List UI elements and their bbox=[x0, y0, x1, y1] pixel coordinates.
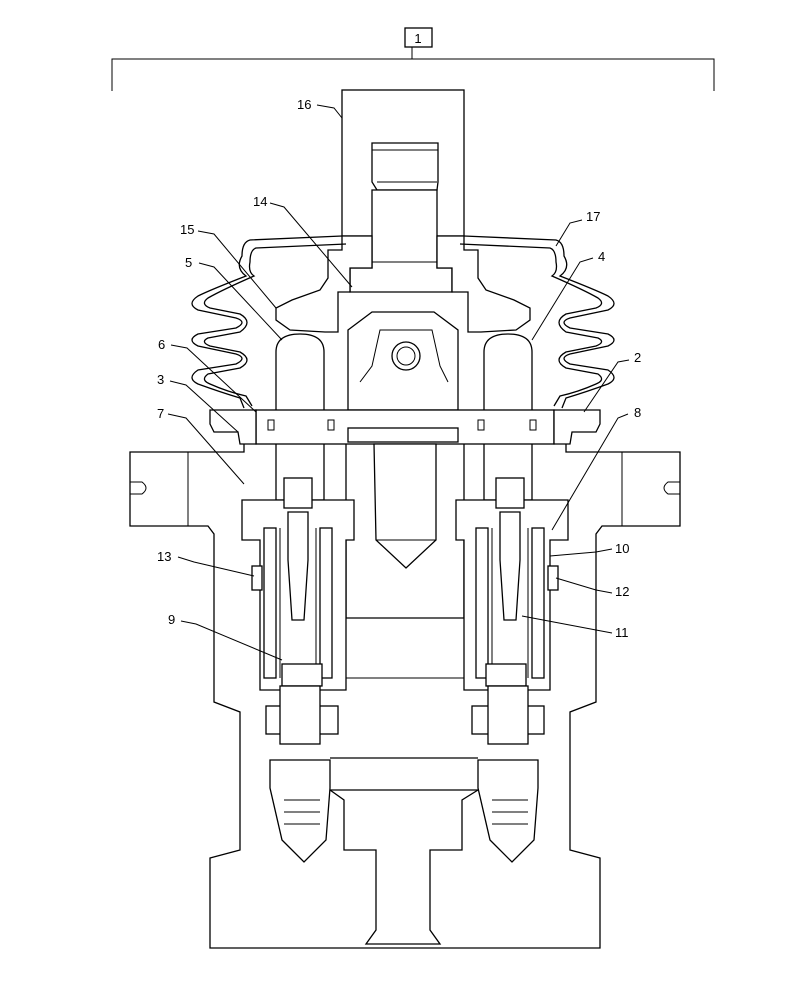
left-side-port bbox=[251, 565, 263, 591]
callout-3: 3 bbox=[157, 372, 164, 387]
callout-13: 13 bbox=[157, 549, 171, 564]
callout-4: 4 bbox=[598, 249, 605, 264]
callouts: 16 14 17 15 5 4 6 2 3 7 8 13 10 12 9 11 bbox=[157, 97, 641, 661]
callout-16: 16 bbox=[297, 97, 311, 112]
callout-17: 17 bbox=[586, 209, 600, 224]
callout-2: 2 bbox=[634, 350, 641, 365]
callout-5: 5 bbox=[185, 255, 192, 270]
callout-10: 10 bbox=[615, 541, 629, 556]
cam-block bbox=[347, 311, 459, 411]
top-plate bbox=[209, 409, 601, 445]
housing-body bbox=[129, 444, 681, 949]
callout-7: 7 bbox=[157, 406, 164, 421]
right-spool-assembly bbox=[455, 477, 569, 863]
callout-8: 8 bbox=[634, 405, 641, 420]
assembly-bracket: 1 bbox=[111, 27, 715, 91]
lever-handle bbox=[341, 89, 465, 237]
callout-15: 15 bbox=[180, 222, 194, 237]
right-side-port bbox=[547, 565, 559, 591]
center-push-rod bbox=[345, 443, 465, 619]
callout-6: 6 bbox=[158, 337, 165, 352]
bottom-port bbox=[329, 617, 479, 945]
callout-9: 9 bbox=[168, 612, 175, 627]
callout-12: 12 bbox=[615, 584, 629, 599]
callout-14: 14 bbox=[253, 194, 267, 209]
rubber-boot bbox=[191, 235, 615, 409]
callout-11: 11 bbox=[615, 625, 629, 640]
left-spool-assembly bbox=[241, 477, 355, 863]
assembly-number-label: 1 bbox=[414, 31, 421, 46]
lever-flange bbox=[275, 235, 531, 333]
